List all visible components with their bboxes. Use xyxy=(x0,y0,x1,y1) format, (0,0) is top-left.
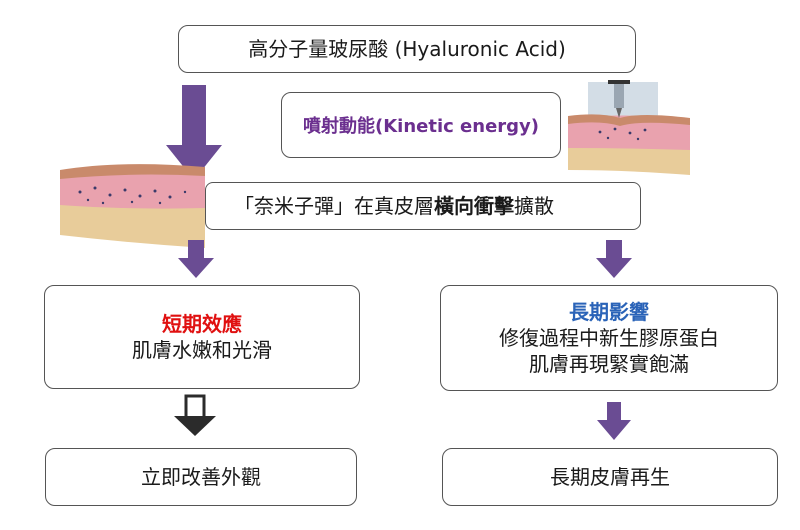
diffusion-text-bold: 橫向衝擊 xyxy=(434,194,514,218)
diffusion-text: 「奈米子彈」在真皮層橫向衝擊擴散 xyxy=(234,193,554,219)
top-box: 高分子量玻尿酸 (Hyaluronic Acid) xyxy=(178,25,636,73)
short-term-box: 短期效應 肌膚水嫩和光滑 xyxy=(44,285,360,389)
arrow-down-right-2 xyxy=(597,402,631,440)
arrow-down-left-2 xyxy=(174,394,216,436)
long-term-line-1: 修復過程中新生膠原蛋白 xyxy=(499,326,719,350)
top-box-text: 高分子量玻尿酸 (Hyaluronic Acid) xyxy=(248,37,566,61)
long-term-title: 長期影響 xyxy=(569,300,649,324)
skin-illustration-right xyxy=(568,80,690,175)
result-right-box: 長期皮膚再生 xyxy=(442,448,778,506)
result-left-text: 立即改善外觀 xyxy=(141,465,261,489)
arrow-down-left-1 xyxy=(178,240,214,278)
long-term-line-2: 肌膚再現緊實飽滿 xyxy=(529,352,689,376)
skin-illustration-left xyxy=(60,164,205,248)
long-term-box: 長期影響 修復過程中新生膠原蛋白 肌膚再現緊實飽滿 xyxy=(440,285,778,391)
short-term-line: 肌膚水嫩和光滑 xyxy=(132,338,272,362)
arrow-down-right-1 xyxy=(596,240,632,278)
arrow-down-large xyxy=(166,85,222,180)
diffusion-text-after: 擴散 xyxy=(514,194,554,218)
diffusion-box: 「奈米子彈」在真皮層橫向衝擊擴散 xyxy=(205,182,641,230)
kinetic-energy-label: 噴射動能(Kinetic energy) xyxy=(302,116,540,137)
kinetic-energy-box: 噴射動能(Kinetic energy) xyxy=(281,92,561,158)
diffusion-text-before: 「奈米子彈」在真皮層 xyxy=(234,194,434,218)
result-right-text: 長期皮膚再生 xyxy=(550,465,670,489)
result-left-box: 立即改善外觀 xyxy=(45,448,357,506)
short-term-title: 短期效應 xyxy=(162,312,242,336)
